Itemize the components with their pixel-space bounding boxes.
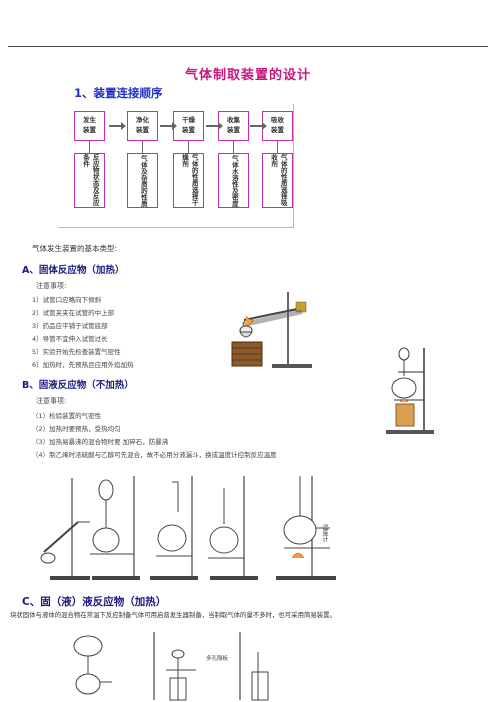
flow-connector [142, 141, 143, 153]
section-b-notes-title: 注意事项: [36, 397, 67, 405]
section-a-heading: A、固体反应物（加热） [22, 265, 125, 276]
flow-arrow [109, 122, 126, 130]
section-a-note: 2）试管夹夹在试管的中上部 [32, 309, 115, 317]
section-b-note: （1）检验装置的气密性 [32, 412, 102, 420]
flow-arrow [206, 122, 223, 130]
flow-connector [277, 141, 278, 153]
flow-connector [188, 141, 189, 153]
flow-sub-dryer: 气体的性质选择干燥剂 [173, 153, 204, 208]
page-title: 气体制取装置的设计 [184, 68, 311, 83]
basic-types-label: 气体发生装置的基本类型: [32, 244, 118, 253]
kipp-generator-illustration [73, 632, 269, 701]
section-b-note: （4）制乙烯时浓硫酸与乙醇可先混合，故不必用分液漏斗，换成温度计控制反应温度 [32, 451, 277, 459]
flow-connector [233, 141, 234, 153]
flow-sub-purifier: 气体及杂质的性质 [127, 153, 158, 208]
section-a-note: 4）导管不宜伸入试管过长 [32, 335, 108, 343]
section-a-note: 6）加热时，先预热且应用外焰加热 [32, 361, 134, 369]
header-rule [8, 46, 488, 47]
section-b-heading: B、固液反应物（不加热） [22, 380, 134, 391]
section-b-note: （2）加热时要预热，受热均匀 [32, 425, 121, 433]
section-subtitle: 1、装置连接顺序 [74, 86, 163, 100]
solid-liquid-apparatus-illustration [386, 347, 434, 434]
flow-connector [89, 141, 90, 153]
flow-head-purifier: 净化装置 [127, 111, 158, 141]
section-c-heading: C、固（液）液反应物（加热） [22, 596, 167, 608]
solid-heating-apparatus-illustration [231, 292, 312, 368]
flow-sub-generator: 反应物状态及反应条件 [74, 153, 105, 208]
flow-sub-absorber: 气体的性质选择吸收剂 [262, 153, 293, 208]
apparatus-row-illustration [40, 476, 336, 580]
flow-diagram-frame [58, 104, 294, 228]
thermometer-label: 温度计 [321, 524, 328, 542]
section-b-note: （3）加热易暴沸的混合物时要 加碎石，防暴沸 [32, 438, 169, 446]
flow-arrow [250, 122, 267, 130]
flow-head-collector: 收集装置 [218, 111, 249, 141]
section-a-note: 3）药品应平铺于试管底部 [32, 322, 108, 330]
section-a-notes-title: 注意事项: [36, 282, 67, 290]
section-c-paragraph: 块状固体与液体的混合物在常温下反应制备气体可用启普发生器制备，当制取气体的量不多… [10, 611, 336, 619]
flow-head-generator: 发生装置 [74, 111, 105, 141]
section-a-note: 5）实验开始先检查装置气密性 [32, 348, 121, 356]
flow-head-dryer: 干燥装置 [173, 111, 204, 141]
flow-sub-collector: 气体水溶性及密度 [218, 153, 249, 208]
flow-arrow [160, 122, 177, 130]
section-a-note: 1）试管口应略向下倾斜 [32, 296, 102, 304]
porous-plate-label: 多孔隔板 [206, 656, 229, 662]
